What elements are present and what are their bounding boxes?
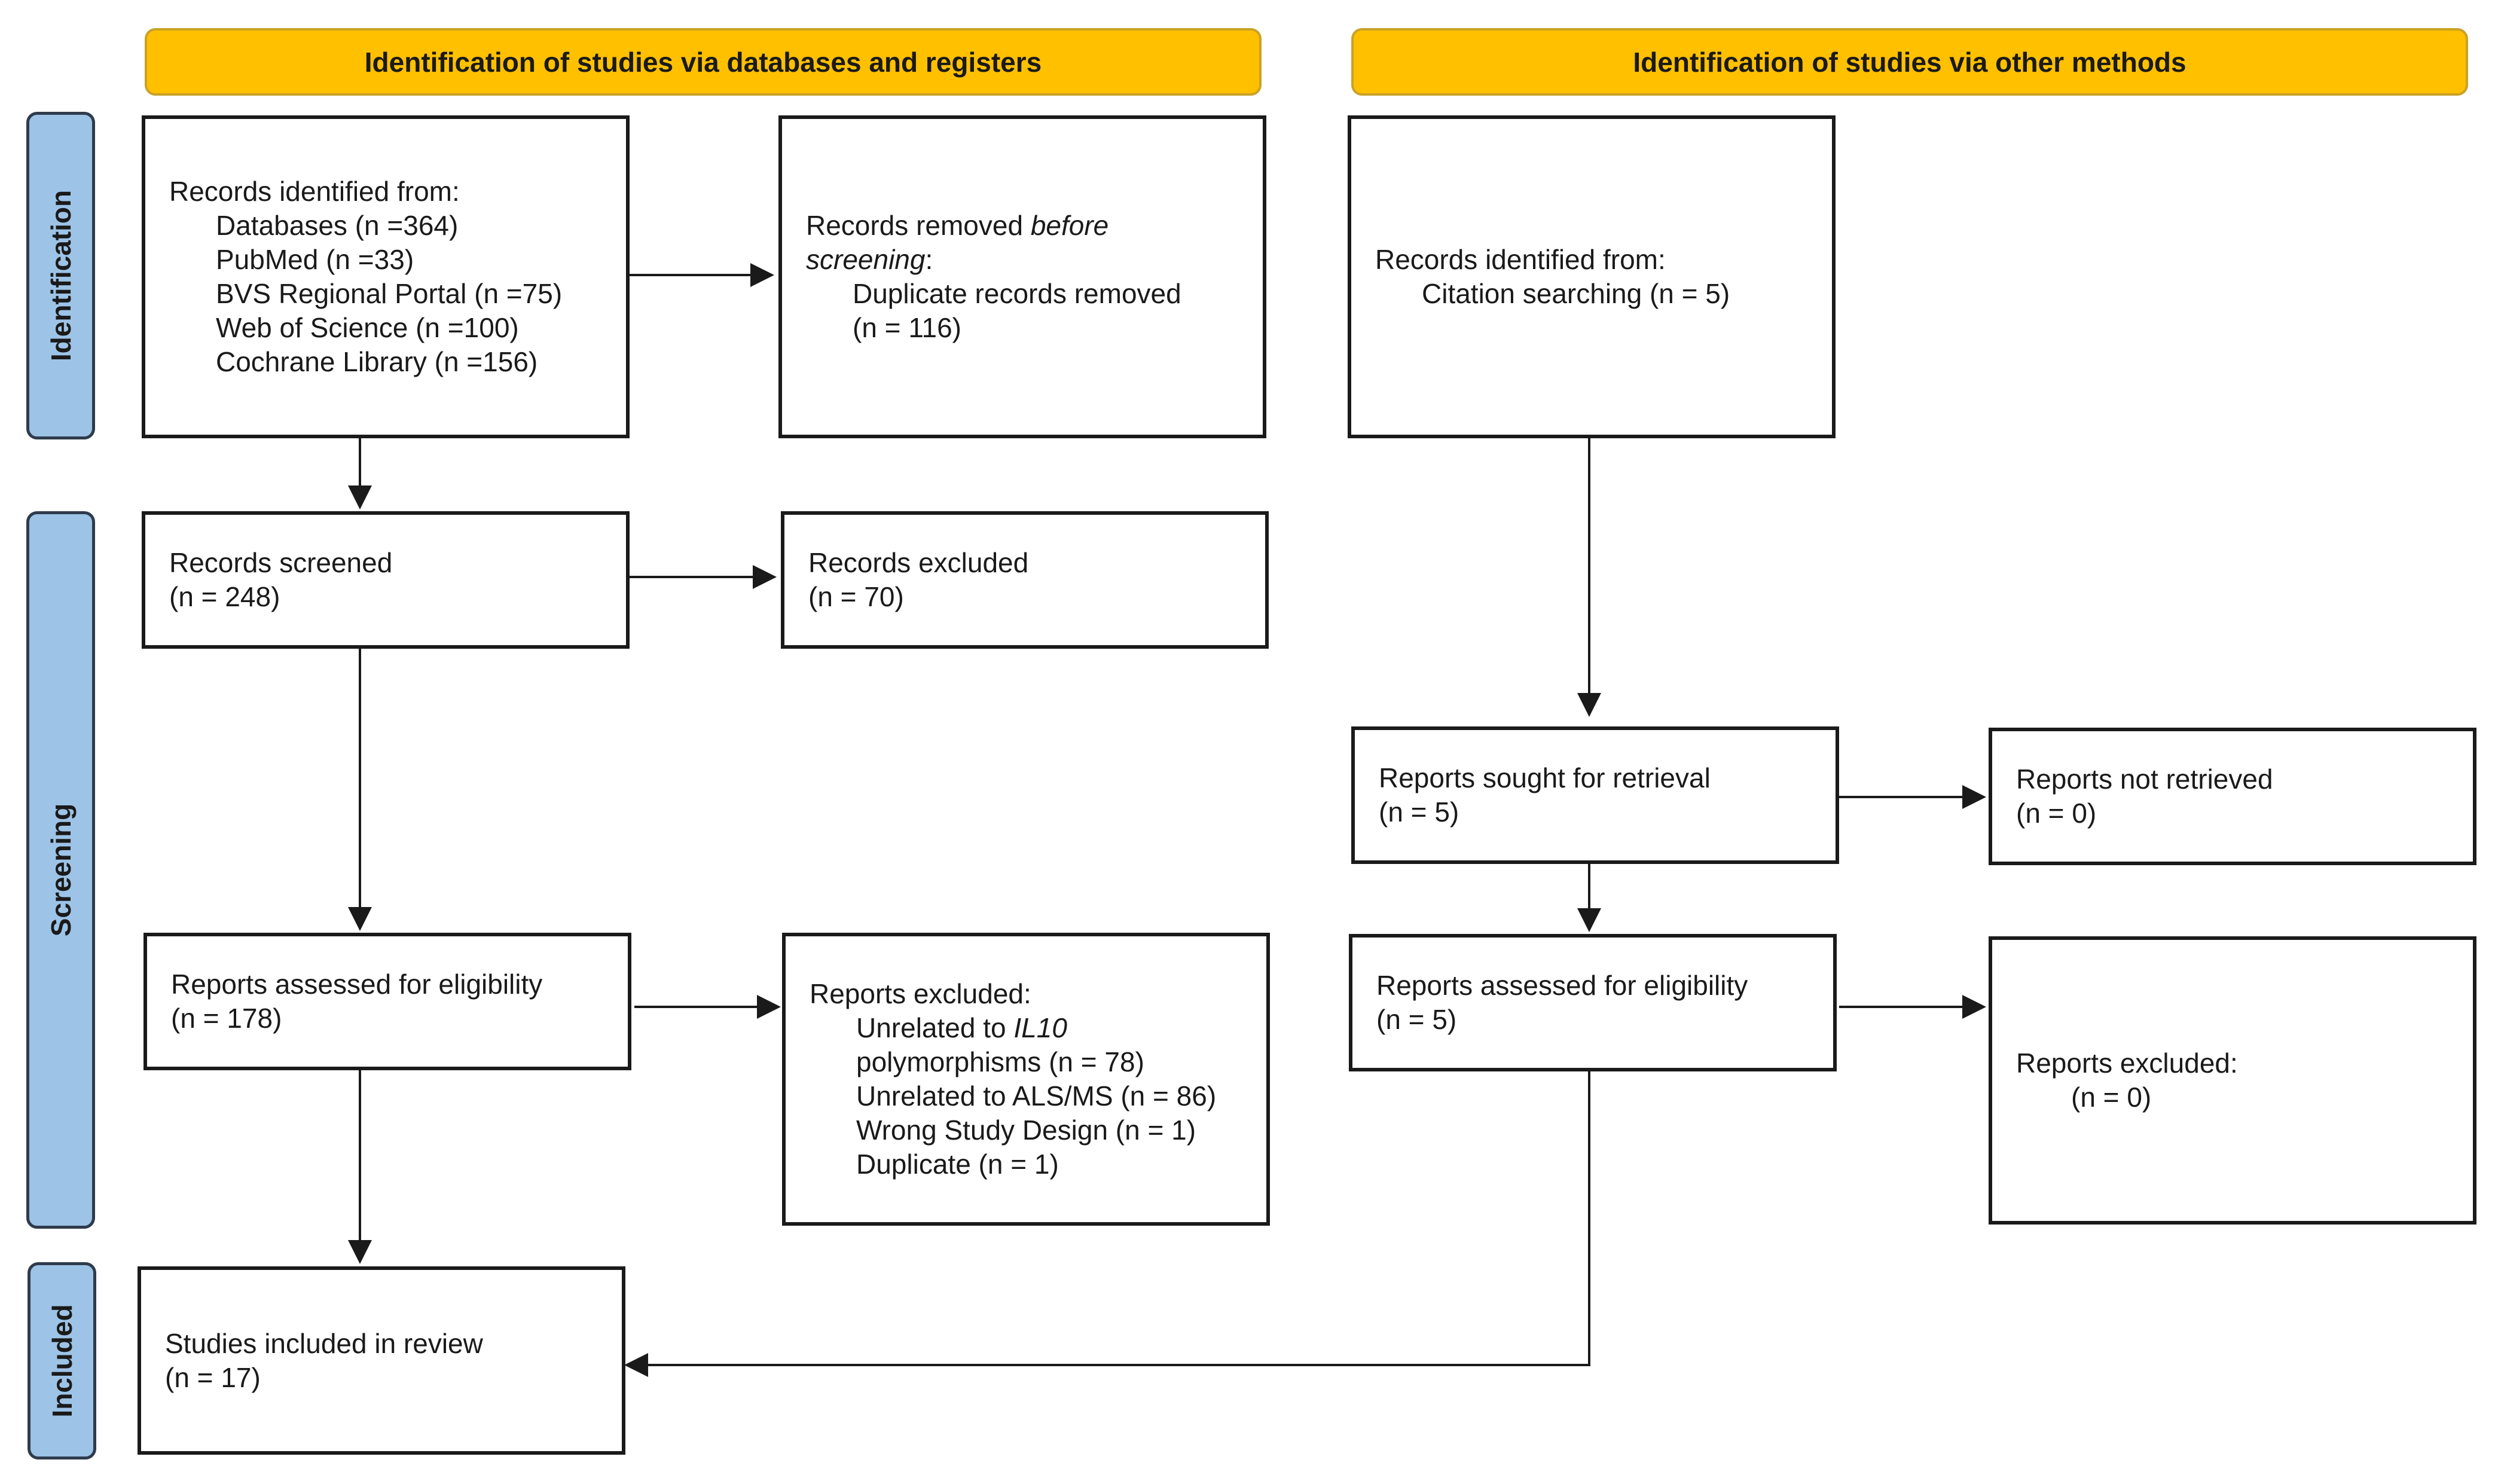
studies-included-count: (n = 17) [165, 1361, 261, 1393]
studies-included-label: Studies included in review [165, 1327, 483, 1359]
box-other-reports-assessed: Reports assessed for eligibility (n = 5) [1349, 934, 1837, 1071]
records-screened-label: Records screened [169, 547, 393, 578]
box-records-removed: Records removed before screening: Duplic… [778, 115, 1266, 438]
phase-screening: Screening [26, 511, 95, 1229]
reports-excluded-unrelated-il10: Unrelated to IL10 [810, 1011, 1266, 1045]
records-removed-count: (n = 116) [853, 312, 961, 343]
box-studies-included: Studies included in review (n = 17) [138, 1266, 625, 1455]
header-other-text: Identification of studies via other meth… [1633, 46, 2186, 78]
records-removed-duplicates: Duplicate records removed [853, 278, 1181, 309]
reports-excluded-als-ms: Unrelated to ALS/MS (n = 86) [856, 1080, 1217, 1112]
records-removed-prefix: Records removed [806, 210, 1031, 241]
reports-excluded-polymorphisms: polymorphisms (n = 78) [856, 1046, 1144, 1077]
other-reports-excluded-title: Reports excluded: [2016, 1048, 2238, 1079]
records-identified-title: Records identified from: [169, 176, 460, 207]
records-excluded-count: (n = 70) [808, 581, 904, 612]
box-reports-not-retrieved: Reports not retrieved (n = 0) [1989, 728, 2476, 865]
box-reports-sought: Reports sought for retrieval (n = 5) [1351, 726, 1839, 864]
records-removed-colon: : [925, 244, 933, 275]
other-reports-assessed-count: (n = 5) [1376, 1004, 1457, 1035]
other-reports-excluded-count: (n = 0) [2071, 1082, 2152, 1113]
records-screened-count: (n = 248) [169, 581, 280, 612]
records-identified-item-bvs: BVS Regional Portal (n =75) [216, 278, 563, 309]
other-reports-assessed-label: Reports assessed for eligibility [1376, 970, 1748, 1001]
box-reports-assessed: Reports assessed for eligibility (n = 17… [143, 933, 631, 1070]
reports-excluded-il10: IL10 [1013, 1012, 1067, 1043]
records-removed-line1: Records removed before [806, 209, 1263, 243]
other-records-identified-item: Citation searching (n = 5) [1422, 278, 1730, 309]
box-records-identified: Records identified from: Databases (n =3… [142, 115, 630, 438]
phase-included-label: Included [46, 1304, 78, 1418]
reports-excluded-unrelated-prefix: Unrelated to [856, 1012, 1014, 1043]
header-other-methods: Identification of studies via other meth… [1351, 28, 2468, 96]
records-identified-item-pubmed: PubMed (n =33) [216, 244, 414, 275]
records-removed-before: before [1030, 210, 1109, 241]
box-other-reports-excluded: Reports excluded: (n = 0) [1989, 936, 2476, 1225]
reports-excluded-title: Reports excluded: [810, 978, 1031, 1009]
records-excluded-label: Records excluded [808, 547, 1029, 578]
header-databases-text: Identification of studies via databases … [364, 46, 1042, 78]
phase-identification: Identification [26, 112, 95, 439]
records-identified-item-cochrane: Cochrane Library (n =156) [216, 346, 538, 377]
records-removed-line2: screening: [806, 243, 1263, 277]
box-other-records-identified: Records identified from: Citation search… [1348, 115, 1836, 438]
reports-sought-label: Reports sought for retrieval [1379, 762, 1711, 793]
records-identified-item-databases: Databases (n =364) [216, 210, 459, 241]
reports-excluded-wrong-design: Wrong Study Design (n = 1) [856, 1114, 1196, 1146]
phase-included: Included [28, 1262, 96, 1459]
records-identified-item-wos: Web of Science (n =100) [216, 312, 519, 343]
other-records-identified-title: Records identified from: [1375, 244, 1666, 275]
box-records-screened: Records screened (n = 248) [142, 511, 630, 649]
box-reports-excluded: Reports excluded: Unrelated to IL10 poly… [782, 933, 1270, 1226]
phase-screening-label: Screening [45, 803, 77, 937]
phase-identification-label: Identification [45, 190, 77, 362]
reports-assessed-count: (n = 178) [171, 1003, 282, 1034]
header-databases-registers: Identification of studies via databases … [145, 28, 1262, 96]
reports-not-retrieved-count: (n = 0) [2016, 798, 2097, 829]
reports-assessed-label: Reports assessed for eligibility [171, 969, 543, 1000]
arrow-other-assessed-to-included [624, 1071, 1590, 1377]
reports-not-retrieved-label: Reports not retrieved [2016, 764, 2273, 795]
records-removed-screening: screening [806, 244, 926, 275]
reports-excluded-duplicate: Duplicate (n = 1) [856, 1149, 1059, 1180]
box-records-excluded: Records excluded (n = 70) [781, 511, 1269, 649]
reports-sought-count: (n = 5) [1379, 796, 1459, 828]
